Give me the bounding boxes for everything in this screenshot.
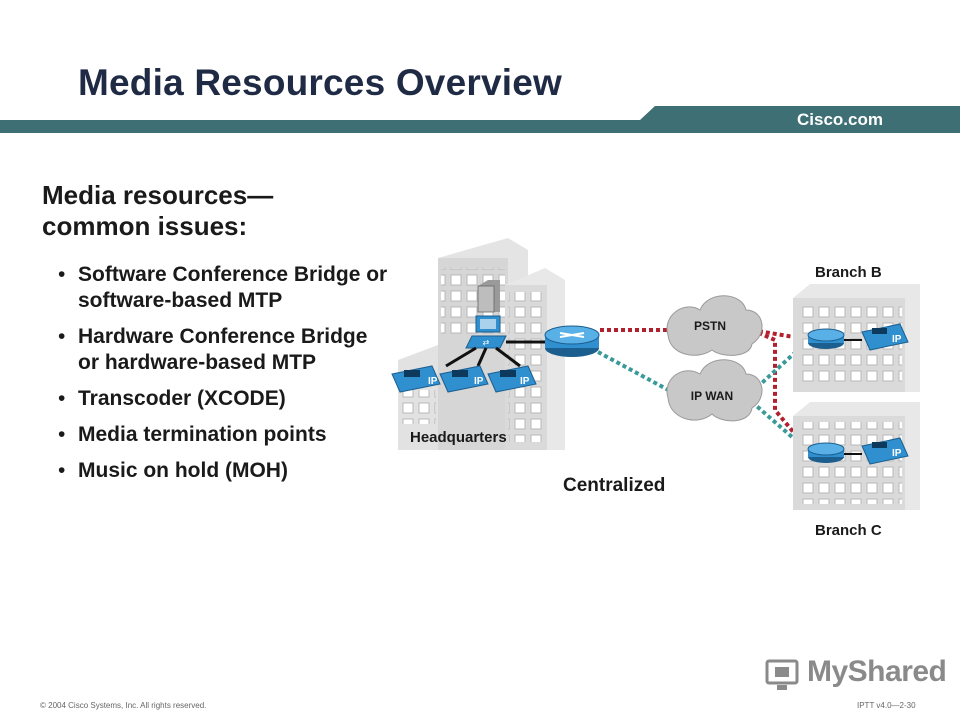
ip-phone-icon: IP bbox=[391, 365, 441, 393]
switch-icon: ⇄ bbox=[465, 335, 507, 349]
logo-text: MyShared bbox=[807, 655, 947, 688]
ip-phone-icon: IP bbox=[439, 365, 489, 393]
server-icon bbox=[477, 280, 500, 313]
router-icon bbox=[807, 442, 845, 463]
ipwan-cloud: IP WAN bbox=[666, 359, 763, 422]
ip-phone-icon: IP bbox=[861, 323, 909, 351]
ipwan-label: IP WAN bbox=[691, 389, 733, 403]
branch-b-label: Branch B bbox=[815, 264, 882, 281]
course-code: IPTT v4.0—2-30 bbox=[857, 701, 916, 710]
svg-text:⇄: ⇄ bbox=[483, 338, 490, 347]
branch-c-building bbox=[793, 402, 920, 510]
lan-links bbox=[445, 340, 546, 368]
pstn-cloud: PSTN bbox=[666, 295, 763, 356]
svg-text:IP: IP bbox=[474, 376, 484, 387]
svg-text:IP: IP bbox=[892, 334, 902, 345]
page-title: Media Resources Overview bbox=[78, 62, 562, 103]
media-resource-icon bbox=[475, 315, 501, 333]
issue-list: Software Conference Bridge or software-b… bbox=[58, 262, 388, 494]
ip-phone-icon: IP bbox=[861, 437, 909, 465]
headquarters-label: Headquarters bbox=[410, 429, 507, 446]
svg-text:IP: IP bbox=[428, 376, 438, 387]
list-item: Music on hold (MOH) bbox=[58, 458, 388, 484]
pstn-label: PSTN bbox=[694, 319, 726, 333]
list-item: Media termination points bbox=[58, 422, 388, 448]
copyright-text: © 2004 Cisco Systems, Inc. All rights re… bbox=[40, 701, 207, 710]
header-bar bbox=[0, 106, 960, 133]
list-item: Software Conference Bridge or software-b… bbox=[58, 262, 388, 314]
svg-text:IP: IP bbox=[892, 448, 902, 459]
branch-c-label: Branch C bbox=[815, 522, 882, 539]
list-item: Transcoder (XCODE) bbox=[58, 386, 388, 412]
list-item: Hardware Conference Bridge or hardware-b… bbox=[58, 324, 388, 376]
router-icon bbox=[807, 328, 845, 349]
brand-link[interactable]: Cisco.com bbox=[797, 110, 883, 129]
ip-phone-icon: IP bbox=[487, 365, 537, 393]
myshared-logo-icon bbox=[765, 659, 799, 690]
svg-text:IP: IP bbox=[520, 376, 530, 387]
router-icon bbox=[544, 325, 600, 357]
centralized-label: Centralized bbox=[563, 475, 665, 496]
subheading: Media resources—common issues: bbox=[42, 180, 274, 241]
